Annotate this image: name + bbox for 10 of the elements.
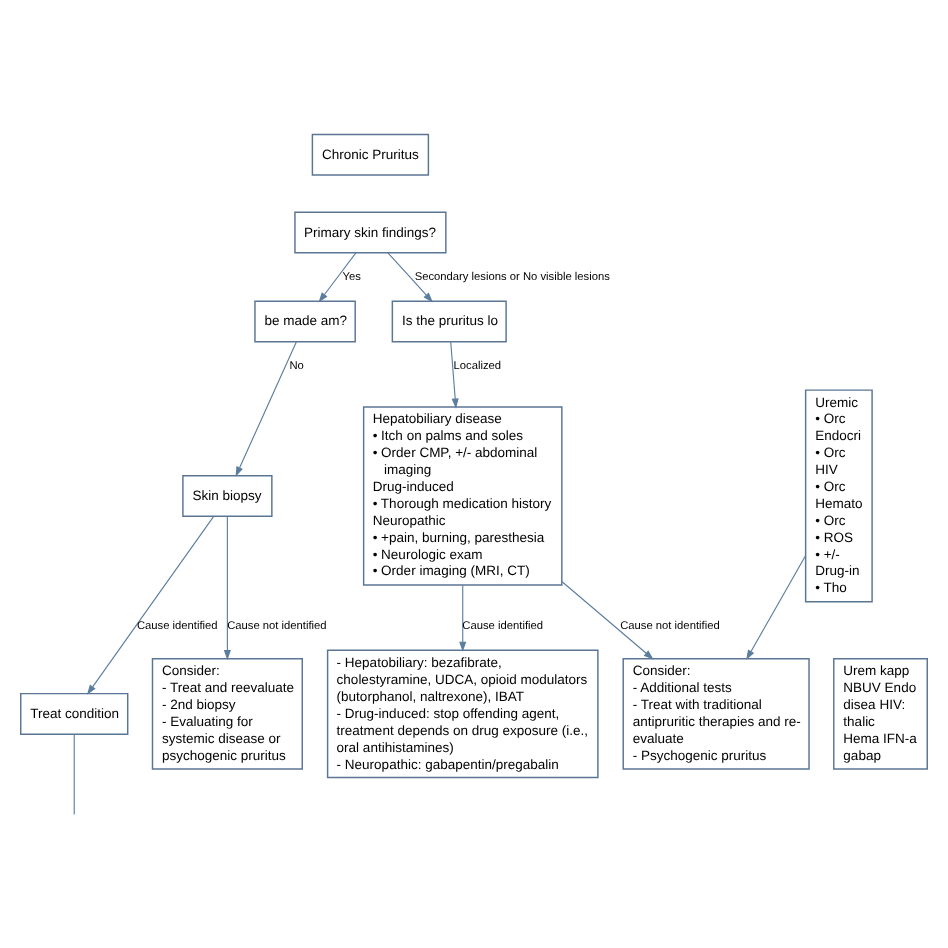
arrow — [235, 340, 297, 476]
arrow — [561, 580, 654, 659]
arrow — [450, 340, 459, 408]
arrow — [86, 515, 215, 694]
arrow — [746, 554, 807, 660]
arrow — [318, 251, 357, 302]
arrow — [387, 251, 433, 302]
arrow — [459, 583, 467, 651]
connector — [73, 732, 75, 815]
arrow — [223, 515, 231, 660]
